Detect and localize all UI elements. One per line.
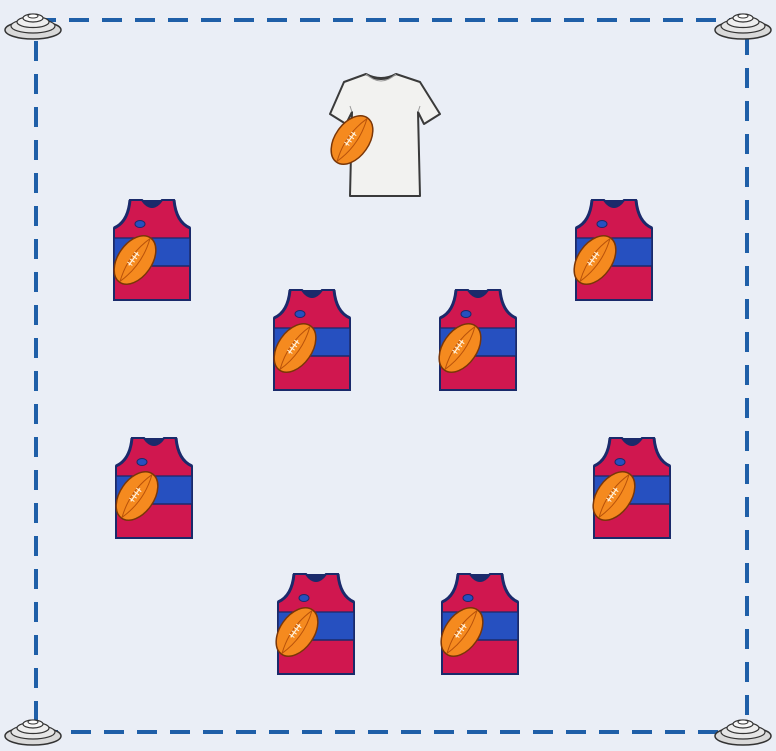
cone-top-right-icon: [715, 14, 771, 39]
cone-bottom-left-icon: [5, 720, 61, 745]
cone-bottom-right-icon: [715, 720, 771, 745]
cone-top-left-icon: [5, 14, 61, 39]
